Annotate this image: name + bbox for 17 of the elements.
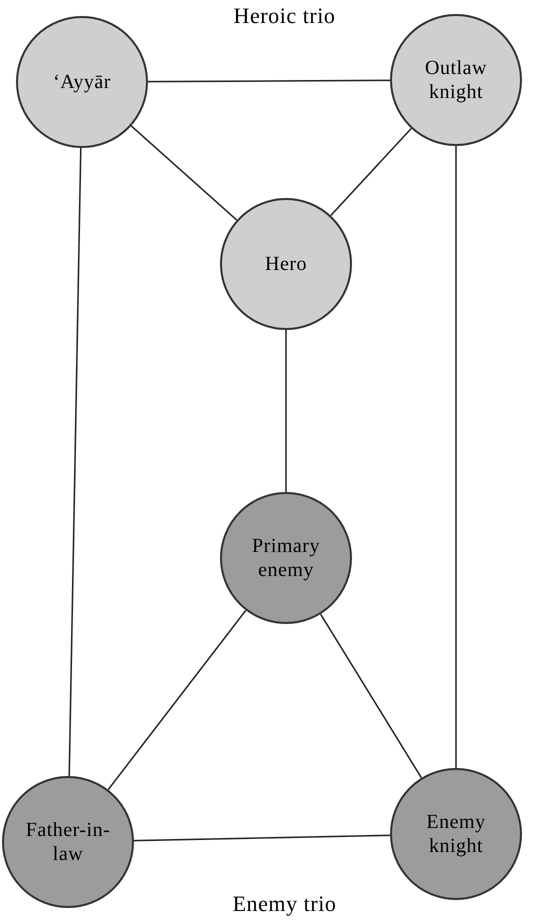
node-label: Outlaw knight — [424, 56, 488, 104]
connector-line — [285, 330, 287, 492]
connector-line — [455, 146, 457, 768]
node-label: Hero — [264, 252, 308, 276]
node-label: Father-in-law — [24, 818, 112, 866]
connector-line — [148, 80, 390, 82]
connector-line — [130, 125, 238, 221]
connector-line — [134, 834, 390, 842]
connector-line — [330, 128, 412, 216]
group-label: Heroic trio — [232, 3, 336, 29]
node-label: Enemy knight — [425, 810, 487, 858]
connector-line — [108, 610, 246, 790]
connector-line — [68, 148, 82, 776]
connector-line — [320, 614, 422, 778]
group-label: Enemy trio — [232, 891, 338, 917]
node-label: Primary enemy — [251, 534, 321, 582]
node-label: ‘Ayyār — [52, 70, 112, 94]
